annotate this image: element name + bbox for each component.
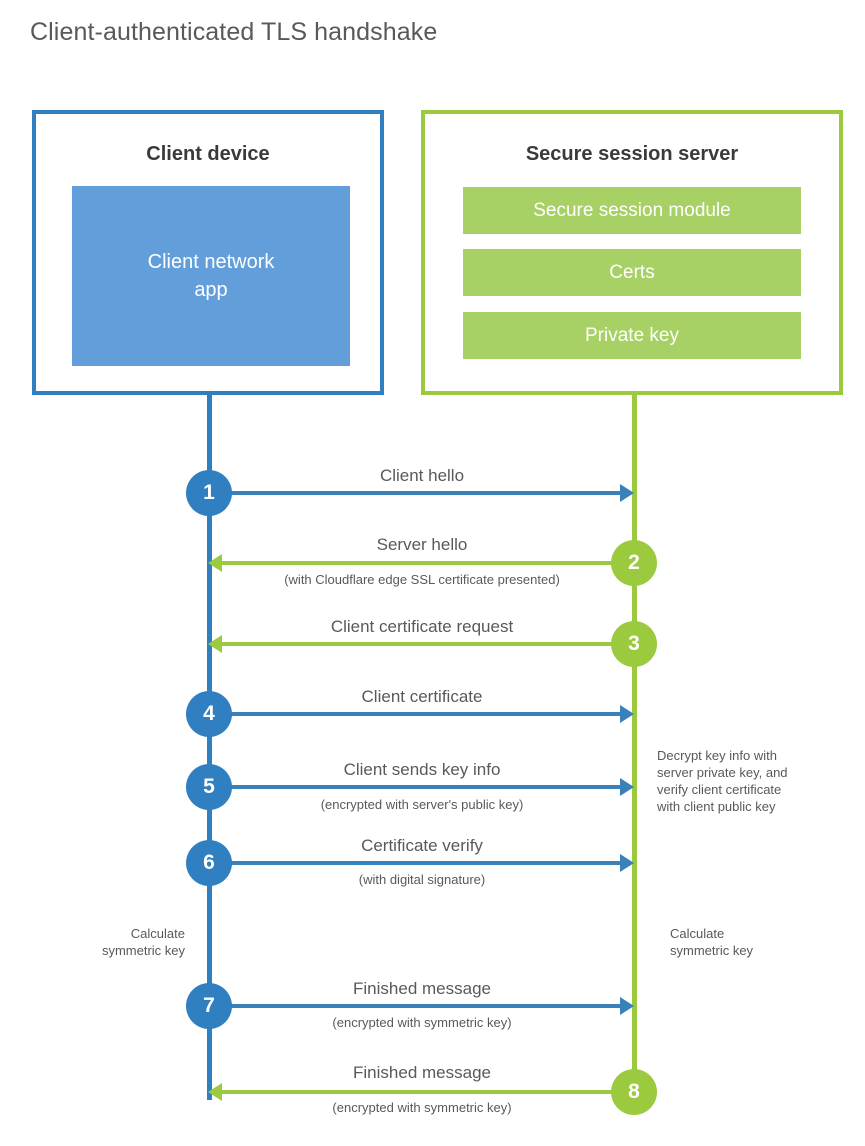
client-calculate-symmetric-key-annotation: Calculate symmetric key (101, 926, 185, 958)
step-2-sublabel: (with Cloudflare edge SSL certificate pr… (284, 572, 560, 587)
step-8-arrow-line (222, 1090, 634, 1094)
step-5-number: 5 (203, 775, 215, 798)
step-1-marker[interactable]: 1 (186, 470, 232, 516)
step-4-arrow-line (210, 712, 622, 716)
server-item-secure-session-module: Secure session module (463, 187, 801, 234)
server-calculate-symmetric-key-annotation: Calculate symmetric key (670, 926, 754, 958)
step-6-number: 6 (203, 851, 215, 874)
step-8-sublabel: (encrypted with symmetric key) (332, 1100, 512, 1115)
step-7-arrow-head-icon (620, 997, 634, 1015)
server-lifeline (632, 394, 637, 1092)
step-8-label: Finished message (353, 1063, 491, 1082)
step-7-label: Finished message (353, 979, 491, 998)
client-network-app-label: Client network app (147, 251, 275, 301)
step-4-label: Client certificate (361, 687, 483, 706)
step-8-number: 8 (628, 1080, 640, 1103)
step-5-sublabel: (encrypted with server's public key) (320, 797, 524, 812)
client-lifeline (207, 394, 212, 1100)
client-device-title: Client device (146, 143, 270, 165)
secure-session-server-title: Secure session server (525, 143, 739, 165)
step-1-arrow-head-icon (620, 484, 634, 502)
step-6-marker[interactable]: 6 (186, 840, 232, 886)
step-1-number: 1 (203, 481, 215, 504)
page-title: Client-authenticated TLS handshake (30, 18, 438, 46)
step-3-label: Client certificate request (330, 617, 514, 636)
step-8-arrow-head-icon (208, 1083, 222, 1101)
step-5-arrow-head-icon (620, 778, 634, 796)
step-6-sublabel: (with digital signature) (358, 872, 486, 887)
step-6-arrow-head-icon (620, 854, 634, 872)
step-5-label: Client sends key info (343, 760, 501, 779)
step-4-marker[interactable]: 4 (186, 691, 232, 737)
step-3-number: 3 (628, 632, 640, 655)
client-network-app-block: Client network app (72, 186, 350, 366)
step-7-number: 7 (203, 994, 215, 1017)
step-3-marker[interactable]: 3 (611, 621, 657, 667)
secure-session-server-box: Secure session server Secure session mod… (421, 110, 843, 395)
step-5-arrow-line (210, 785, 622, 789)
step-1-arrow-line (210, 491, 622, 495)
step-6-label: Certificate verify (361, 836, 483, 855)
client-device-box: Client device Client network app (32, 110, 384, 395)
step-4-number: 4 (203, 702, 215, 725)
server-item-certs: Certs (463, 249, 801, 296)
step-6-arrow-line (210, 861, 622, 865)
server-item-label: Secure session module (533, 199, 731, 221)
step-2-arrow-head-icon (208, 554, 222, 572)
step-2-marker[interactable]: 2 (611, 540, 657, 586)
step-1-label: Client hello (379, 466, 465, 485)
step-7-arrow-line (210, 1004, 622, 1008)
step-4-arrow-head-icon (620, 705, 634, 723)
step-8-marker[interactable]: 8 (611, 1069, 657, 1115)
server-item-label: Private key (585, 324, 679, 346)
step-2-number: 2 (628, 551, 640, 574)
step-7-sublabel: (encrypted with symmetric key) (332, 1015, 512, 1030)
step-2-arrow-line (222, 561, 634, 565)
step-5-marker[interactable]: 5 (186, 764, 232, 810)
step-2-label: Server hello (376, 535, 468, 554)
server-item-private-key: Private key (463, 312, 801, 359)
step-3-arrow-head-icon (208, 635, 222, 653)
server-decrypt-annotation: Decrypt key info with server private key… (657, 748, 788, 814)
step-3-arrow-line (222, 642, 634, 646)
step-7-marker[interactable]: 7 (186, 983, 232, 1029)
server-item-label: Certs (609, 261, 655, 283)
